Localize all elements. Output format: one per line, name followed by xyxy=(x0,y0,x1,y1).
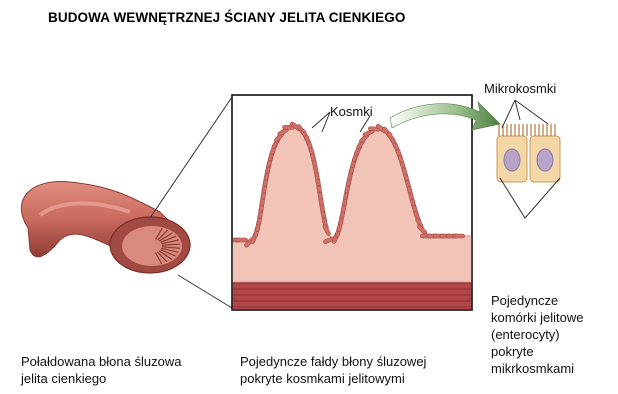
caption-enterocytes: Pojedyncze komórki jelitowe (enterocyty)… xyxy=(491,292,583,377)
cells-caption-pointer xyxy=(500,178,560,218)
caption-intestine: Połałdowana błona śluzowa jelita cienkie… xyxy=(21,353,181,387)
label-mikrokosmki: Mikrokosmki xyxy=(484,81,556,96)
magnify-line-top xyxy=(150,97,232,218)
enterocyte-cells xyxy=(497,124,560,182)
intestine-illustration xyxy=(21,182,190,273)
villi-magnified-box xyxy=(229,95,472,310)
label-kosmki: Kosmki xyxy=(330,104,373,119)
caption-folds: Pojedyncze fałdy błony śluzowej pokryte … xyxy=(240,353,426,387)
magnify-line-bottom xyxy=(178,275,232,308)
